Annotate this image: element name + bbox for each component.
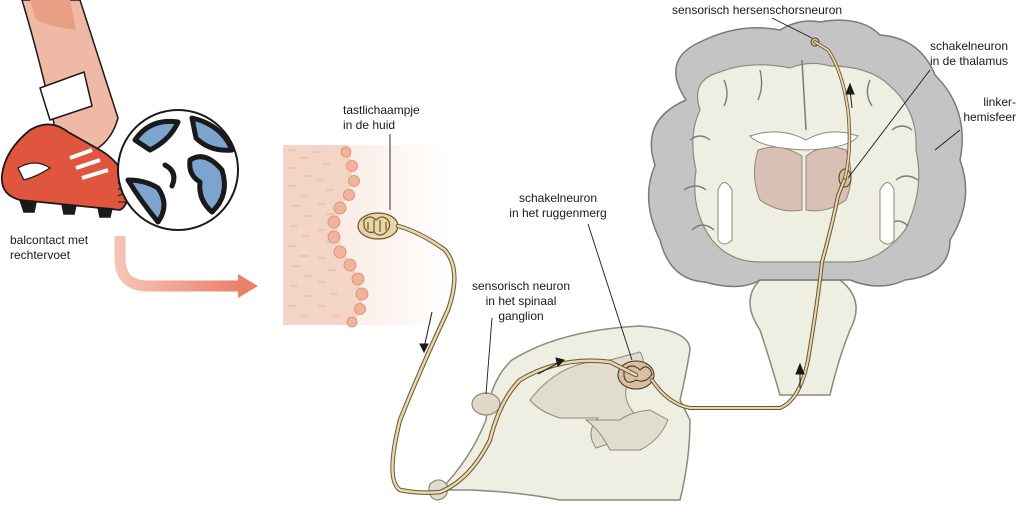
- label-ball-contact: balcontact met rechtervoet: [10, 233, 88, 263]
- leader-lines: [389, 17, 961, 395]
- label-left-hemisphere-line-2: hemisfeer: [963, 110, 1016, 124]
- label-sensory-neuron: sensorisch neuron in het spinaal ganglio…: [466, 279, 576, 324]
- spinal-ganglion: [471, 392, 501, 416]
- label-ball-contact-line-2: rechtervoet: [10, 248, 71, 262]
- label-left-hemisphere-line-1: linker-: [983, 95, 1016, 109]
- label-sensory-neuron-line-3: ganglion: [498, 309, 544, 323]
- brain-coronal-section: [647, 19, 967, 396]
- gyri: [683, 69, 919, 231]
- sock-stripe: [39, 71, 93, 121]
- label-spinal-interneuron-line-2: in het ruggenmerg: [509, 206, 607, 220]
- label-left-hemisphere: linker- hemisfeer: [940, 95, 1016, 125]
- football: [117, 109, 239, 231]
- label-ball-contact-line-1: balcontact met: [10, 233, 89, 247]
- label-thalamus-interneuron-line-2: in de thalamus: [929, 54, 1009, 68]
- nerve-pathway: [390, 40, 852, 495]
- kicking-leg: [0, 0, 133, 218]
- label-sensory-neuron-line-2: in het spinaal: [485, 294, 557, 308]
- label-touch-receptor-line-1: tastlichaampje: [343, 103, 420, 117]
- label-thalamus-interneuron: schakelneuron in de thalamus: [920, 39, 1018, 69]
- label-cortex-neuron: sensorisch hersenschorsneuron: [672, 3, 842, 18]
- touch-receptor: [357, 212, 399, 240]
- label-cortex-neuron-line-1: sensorisch hersenschorsneuron: [672, 3, 843, 17]
- orange-arrow: [114, 236, 258, 298]
- label-spinal-interneuron-line-1: schakelneuron: [518, 191, 598, 205]
- label-spinal-interneuron: schakelneuron in het ruggenmerg: [502, 191, 614, 221]
- dermis-cells: [327, 146, 369, 328]
- ventricles: [717, 131, 895, 245]
- label-touch-receptor: tastlichaampje in de huid: [343, 103, 420, 133]
- direction-arrows: [419, 82, 855, 388]
- label-touch-receptor-line-2: in de huid: [343, 118, 396, 132]
- label-sensory-neuron-line-1: sensorisch neuron: [471, 279, 571, 293]
- label-thalamus-interneuron-line-1: schakelneuron: [929, 39, 1009, 53]
